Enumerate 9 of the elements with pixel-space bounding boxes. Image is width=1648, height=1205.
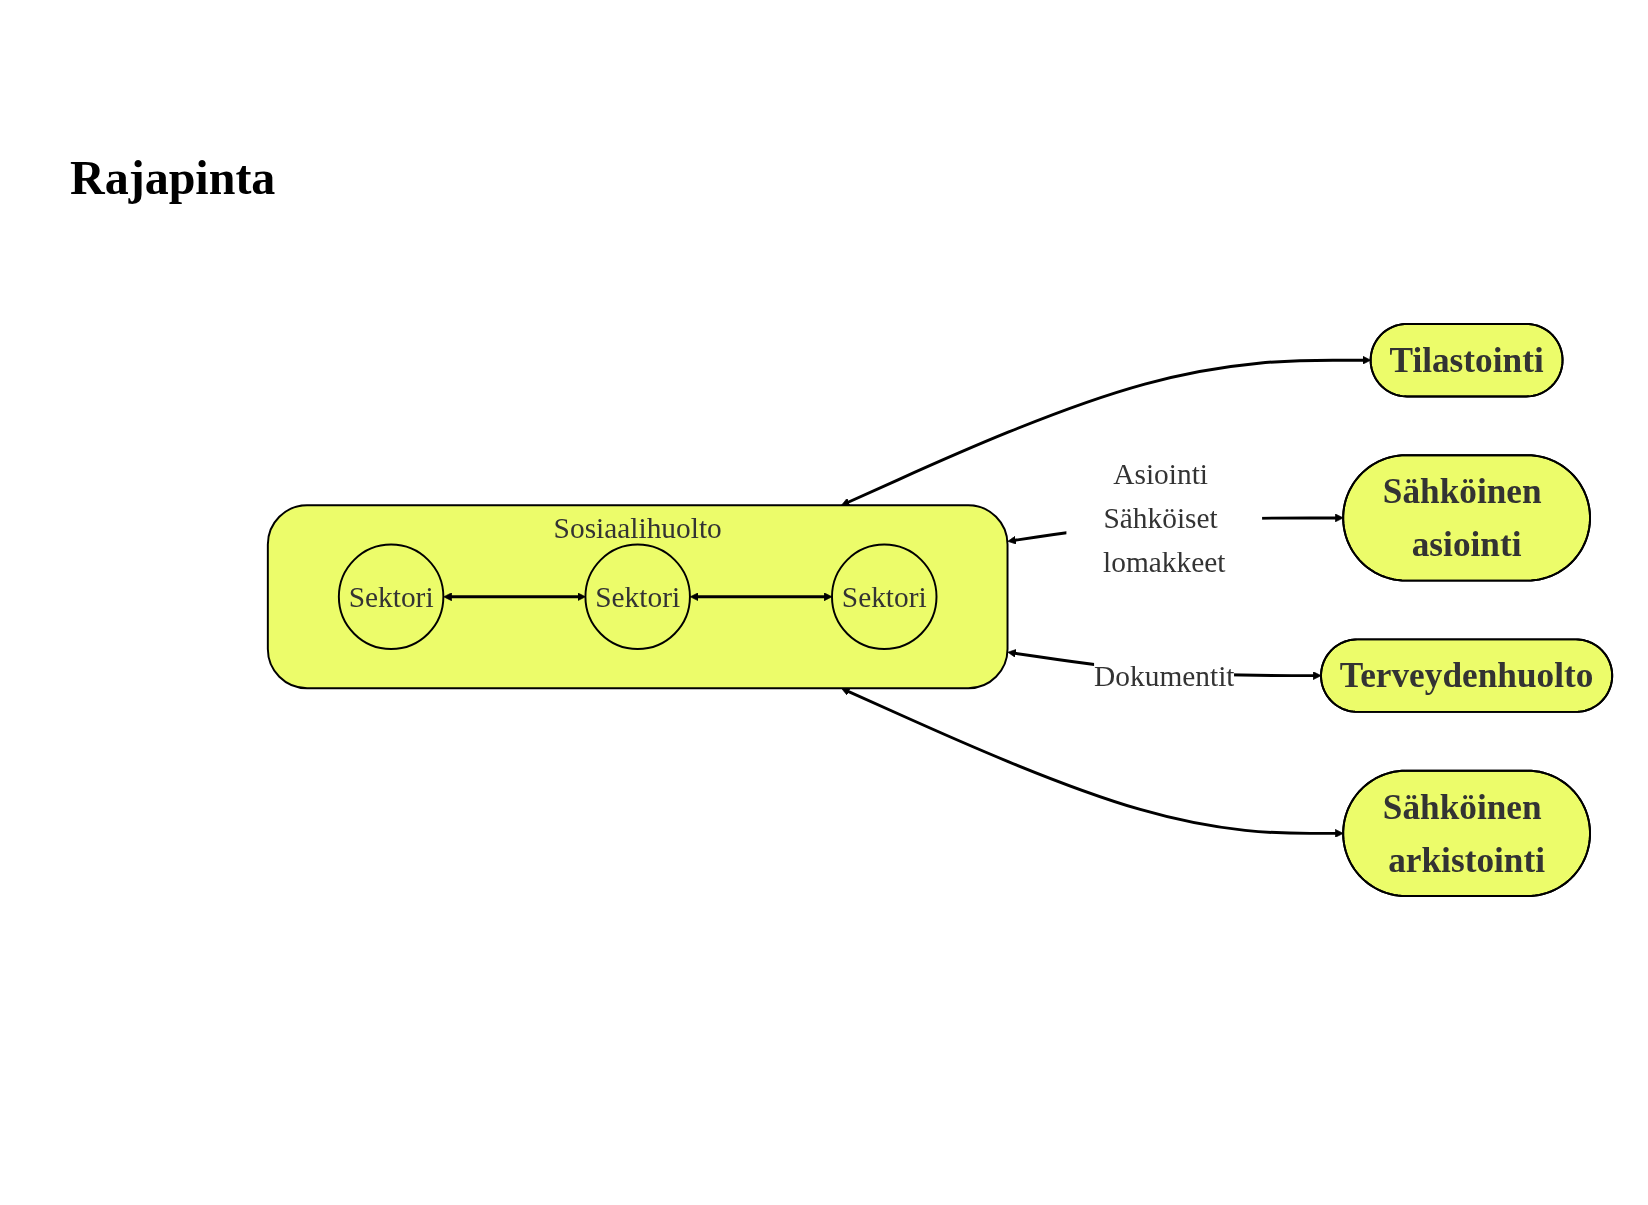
node-circle: Sektori bbox=[337, 543, 445, 650]
arrow bbox=[443, 592, 586, 602]
node-circle: Sektori bbox=[584, 543, 691, 650]
edge-label: Dokumentit bbox=[1094, 659, 1235, 692]
band-label: Rajapinta bbox=[70, 150, 276, 205]
arrow bbox=[841, 687, 1344, 838]
edge-label: Asiointi Sähköiset lomakkeet bbox=[1103, 457, 1226, 579]
arrow bbox=[689, 592, 833, 602]
node-circle: Sektori bbox=[831, 543, 938, 650]
